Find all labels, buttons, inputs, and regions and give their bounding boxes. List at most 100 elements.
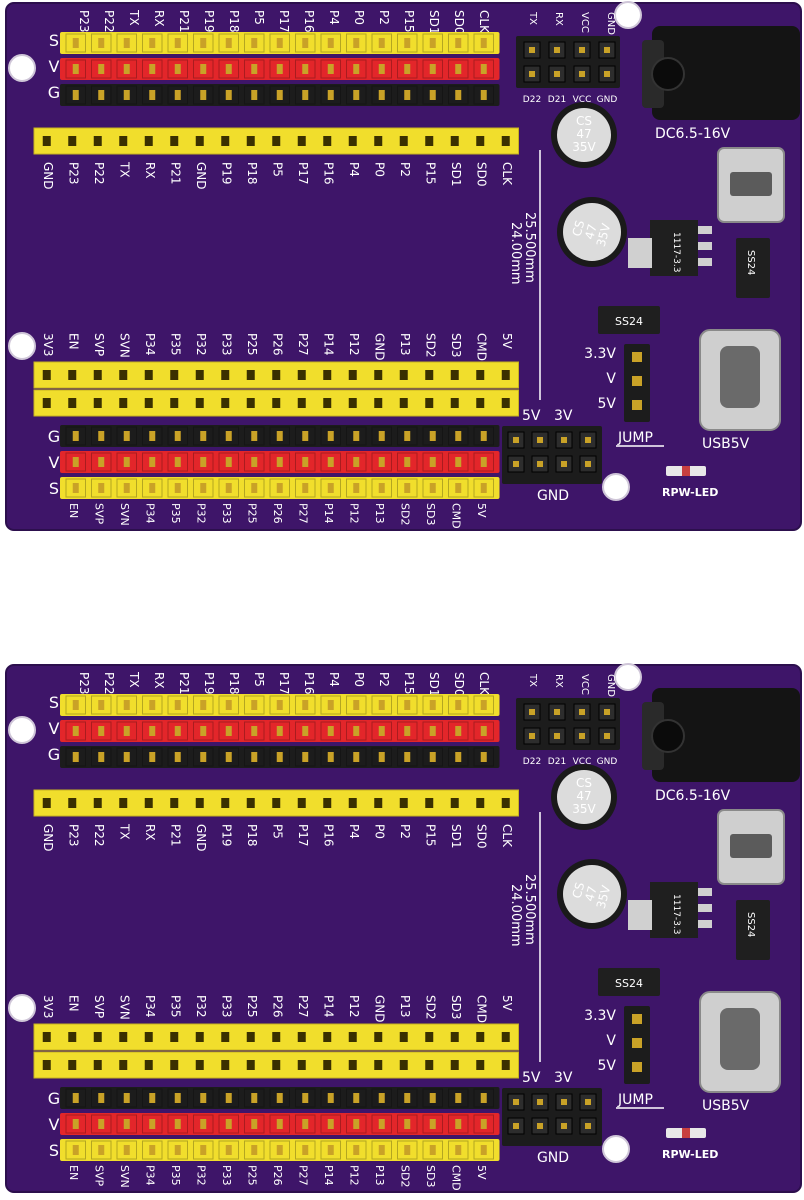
silkscreen-label: P26	[271, 995, 285, 1018]
socket-hole	[297, 398, 306, 408]
header-row-vcc	[60, 58, 500, 80]
socket-hole	[93, 136, 102, 146]
silkscreen-label: P22	[102, 672, 116, 695]
silkscreen-label: P17	[296, 824, 310, 847]
header-pin	[404, 752, 411, 762]
silkscreen-label: P33	[220, 1165, 233, 1186]
silkscreen-label: P19	[220, 162, 234, 185]
header-pin	[72, 431, 79, 441]
socket-hole	[246, 1032, 255, 1042]
header-pin	[123, 64, 130, 74]
header-pin	[429, 64, 436, 74]
header-pin	[378, 90, 385, 100]
header-pin	[378, 1119, 385, 1129]
silkscreen-label: P5	[271, 162, 285, 177]
socket-hole	[272, 370, 281, 380]
gnd-header	[502, 426, 602, 484]
voltage-regulator: 1117-3.3	[628, 220, 712, 276]
socket-hole	[119, 1032, 128, 1042]
header-pin	[429, 700, 436, 710]
header-pin	[327, 457, 334, 467]
silkscreen-label: VCC	[573, 95, 592, 105]
socket-hole	[68, 136, 77, 146]
dimension-label: 24.00mm	[508, 222, 523, 285]
silkscreen-label: P26	[271, 1165, 284, 1186]
socket-hole	[476, 136, 485, 146]
diode-side: SS24	[736, 900, 770, 960]
silkscreen-label: 5V	[475, 1165, 488, 1180]
header-pin	[123, 483, 130, 493]
silkscreen-label: P22	[92, 824, 106, 847]
silkscreen-label: SVP	[93, 503, 106, 525]
header-pin	[72, 1145, 79, 1155]
silkscreen-label: SD3	[449, 333, 463, 358]
gnd-header	[502, 1088, 602, 1146]
header-pin	[327, 1119, 334, 1129]
dimension-label: 25.500mm	[522, 212, 537, 283]
header-pin	[149, 726, 156, 736]
socket-hole	[42, 1060, 51, 1070]
header-pin	[378, 457, 385, 467]
header-pin	[276, 1119, 283, 1129]
socket-hole	[119, 798, 128, 808]
header-pin	[455, 64, 462, 74]
header-pin	[251, 1093, 258, 1103]
gnd-block-label: 5V	[522, 1070, 541, 1086]
silkscreen-label: GND	[597, 757, 618, 767]
header-pin	[378, 1093, 385, 1103]
socket-hole	[374, 798, 383, 808]
header-pin	[302, 700, 309, 710]
header-pin	[378, 431, 385, 441]
silkscreen-label: P26	[271, 333, 285, 356]
silkscreen-label: SD0	[475, 162, 489, 187]
voltage-label: V	[606, 371, 616, 387]
header-pin	[378, 64, 385, 74]
socket-hole	[144, 136, 153, 146]
header-pin	[455, 38, 462, 48]
socket-hole	[323, 1060, 332, 1070]
silkscreen-label: SD2	[424, 333, 438, 358]
mounting-hole	[8, 994, 36, 1022]
micro-usb-port	[717, 147, 785, 223]
socket-hole	[144, 398, 153, 408]
header-pin	[480, 431, 487, 441]
header-pin	[276, 64, 283, 74]
silkscreen-label: P15	[402, 10, 416, 33]
silkscreen-label: SVN	[118, 1165, 131, 1188]
header-pin	[404, 700, 411, 710]
header-pin	[72, 752, 79, 762]
header-row-vcc	[60, 720, 500, 742]
voltage-label: 5V	[598, 1058, 617, 1074]
silkscreen-label: P23	[67, 162, 81, 185]
silkscreen-label: P34	[143, 995, 157, 1018]
header-pin	[149, 483, 156, 493]
silkscreen-label: VCC	[573, 757, 592, 767]
socket-hole	[501, 136, 510, 146]
header-pin	[404, 1093, 411, 1103]
silkscreen-label: GND	[605, 12, 616, 35]
silkscreen-label: CMD	[475, 995, 489, 1023]
header-pin	[404, 483, 411, 493]
voltage-label: 5V	[598, 396, 617, 412]
header-pin	[200, 457, 207, 467]
silkscreen-label: VCC	[579, 12, 590, 33]
header-pin	[123, 700, 130, 710]
header-pin	[174, 1119, 181, 1129]
socket-hole	[323, 370, 332, 380]
silkscreen-label: P4	[347, 824, 361, 839]
silkscreen-label: P12	[347, 995, 361, 1018]
header-pin	[251, 38, 258, 48]
socket-hole	[272, 798, 281, 808]
silkscreen-label: SD1	[449, 824, 463, 849]
silkscreen-label: EN	[67, 333, 81, 350]
header-pin	[480, 700, 487, 710]
gnd-block-label: 3V	[554, 1070, 573, 1086]
socket-hole	[399, 798, 408, 808]
row-marker: V	[49, 719, 60, 738]
silkscreen-label: P13	[373, 503, 386, 524]
socket-hole	[501, 398, 510, 408]
header-row-gnd	[60, 746, 500, 768]
